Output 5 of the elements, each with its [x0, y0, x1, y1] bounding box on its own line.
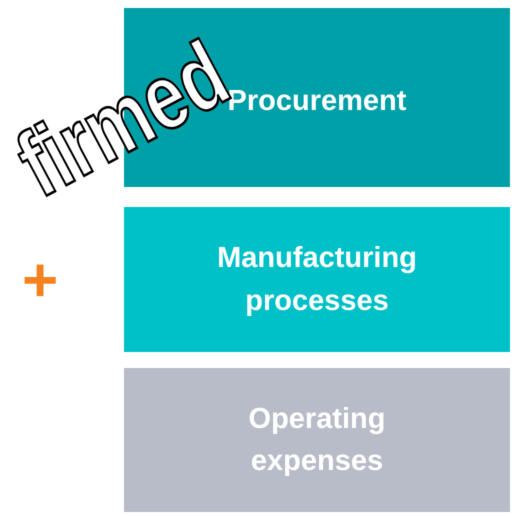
category-box — [124, 207, 510, 352]
plus-sign: + — [22, 250, 58, 312]
category-box — [124, 368, 510, 512]
box-label: Operating expenses — [248, 402, 386, 479]
box-label: Manufacturing processes — [216, 241, 418, 318]
